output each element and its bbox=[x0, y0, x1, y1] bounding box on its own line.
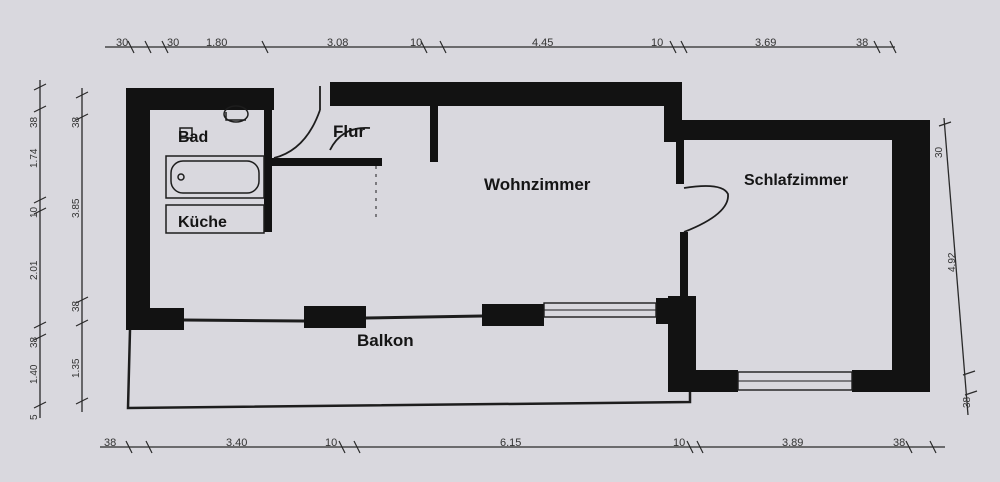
wall-top-main bbox=[330, 82, 680, 106]
dim-bottom-5: 3.89 bbox=[782, 437, 803, 449]
wall-partition-upper bbox=[676, 138, 684, 184]
left-outer-dimensions: 38 1.74 10 2.01 38 1.40 5 bbox=[29, 116, 40, 420]
wall-bedroom-bottom-right bbox=[852, 370, 930, 392]
wall-top-left bbox=[126, 88, 274, 110]
wall-partition-lower bbox=[680, 232, 688, 298]
left-wall-dots bbox=[153, 120, 161, 243]
dim-left-outer-5: 1.40 bbox=[29, 364, 40, 384]
dim-bottom-1: 3.40 bbox=[226, 437, 247, 449]
dim-left-inner-1: 3.85 bbox=[71, 198, 82, 218]
dim-top-8: 38 bbox=[856, 37, 868, 49]
dim-bottom-2: 10 bbox=[325, 437, 337, 449]
dim-top-4: 10 bbox=[410, 37, 422, 49]
wall-bottom-left bbox=[126, 308, 184, 330]
dimension-ticks bbox=[33, 40, 978, 454]
balcony-outline bbox=[126, 329, 692, 410]
dim-bottom-6: 38 bbox=[893, 437, 905, 449]
kitchen-counter bbox=[165, 204, 265, 234]
dim-left-inner-2: 38 bbox=[71, 300, 82, 312]
dim-bottom-0: 38 bbox=[104, 437, 116, 449]
dimension-lines bbox=[39, 46, 969, 448]
wall-bedroom-top bbox=[664, 120, 912, 140]
bathroom-fixtures bbox=[165, 105, 265, 234]
right-dimensions: 30 4.92 38 bbox=[934, 146, 973, 408]
label-bad: Bad bbox=[178, 129, 208, 146]
door-bedroom-arc bbox=[683, 185, 729, 233]
wall-left bbox=[126, 88, 150, 330]
window-left bbox=[183, 318, 305, 323]
balcony bbox=[126, 329, 692, 410]
dim-top-0: 30 bbox=[116, 37, 128, 49]
top-dimensions: 30 30 1.80 3.08 10 4.45 10 3.69 38 bbox=[116, 37, 868, 49]
dim-top-5: 4.45 bbox=[532, 37, 553, 49]
label-flur: Flur bbox=[333, 122, 365, 141]
left-inner-dimensions: 38 3.85 38 1.35 bbox=[71, 116, 82, 378]
sink bbox=[179, 127, 193, 139]
bathtub-inner bbox=[170, 160, 260, 194]
label-kueche: Küche bbox=[178, 214, 227, 231]
dim-left-outer-1: 1.74 bbox=[29, 148, 40, 168]
dim-top-6: 10 bbox=[651, 37, 663, 49]
door-bathroom-arc bbox=[273, 109, 321, 159]
dim-right-1: 4.92 bbox=[947, 252, 958, 272]
dim-right-0: 30 bbox=[934, 146, 945, 158]
doors bbox=[273, 86, 729, 233]
label-schlafzimmer: Schlafzimmer bbox=[744, 172, 848, 189]
dim-left-outer-3: 2.01 bbox=[29, 260, 40, 280]
dim-top-7: 3.69 bbox=[755, 37, 776, 49]
window-middle bbox=[365, 314, 483, 320]
wall-corridor-stub bbox=[430, 104, 438, 162]
dim-left-outer-6: 5 bbox=[29, 414, 40, 420]
room-labels: Bad Flur Küche Wohnzimmer Schlafzimmer B… bbox=[178, 122, 848, 350]
wall-hallway bbox=[272, 158, 382, 166]
wall-bathroom-right bbox=[264, 92, 272, 232]
dim-bottom-4: 10 bbox=[673, 437, 685, 449]
right-dimension-line bbox=[943, 117, 969, 416]
label-wohnzimmer: Wohnzimmer bbox=[484, 175, 591, 194]
bathtub-drain bbox=[177, 173, 185, 181]
walls bbox=[126, 82, 930, 392]
label-balkon: Balkon bbox=[357, 331, 414, 350]
wall-block-2 bbox=[482, 304, 544, 326]
dim-right-2: 38 bbox=[962, 396, 973, 408]
dim-top-3: 3.08 bbox=[327, 37, 348, 49]
dim-top-1: 30 bbox=[167, 37, 179, 49]
dim-left-outer-4: 38 bbox=[29, 336, 40, 348]
dim-left-outer-2: 10 bbox=[29, 206, 40, 218]
wall-block-1 bbox=[304, 306, 366, 328]
bottom-dimensions: 38 3.40 10 6.15 10 3.89 38 bbox=[104, 437, 905, 449]
wall-block-3 bbox=[656, 298, 686, 324]
dim-left-inner-3: 1.35 bbox=[71, 358, 82, 378]
dim-left-inner-0: 38 bbox=[71, 116, 82, 128]
bathtub bbox=[165, 155, 265, 199]
wall-bedroom-right bbox=[892, 120, 930, 390]
toilet-tank bbox=[225, 112, 246, 121]
dim-bottom-3: 6.15 bbox=[500, 437, 521, 449]
dim-left-outer-0: 38 bbox=[29, 116, 40, 128]
dim-top-2: 1.80 bbox=[206, 37, 227, 49]
toilet bbox=[223, 105, 249, 123]
windows bbox=[183, 302, 853, 391]
door-flur-arc bbox=[329, 127, 371, 151]
